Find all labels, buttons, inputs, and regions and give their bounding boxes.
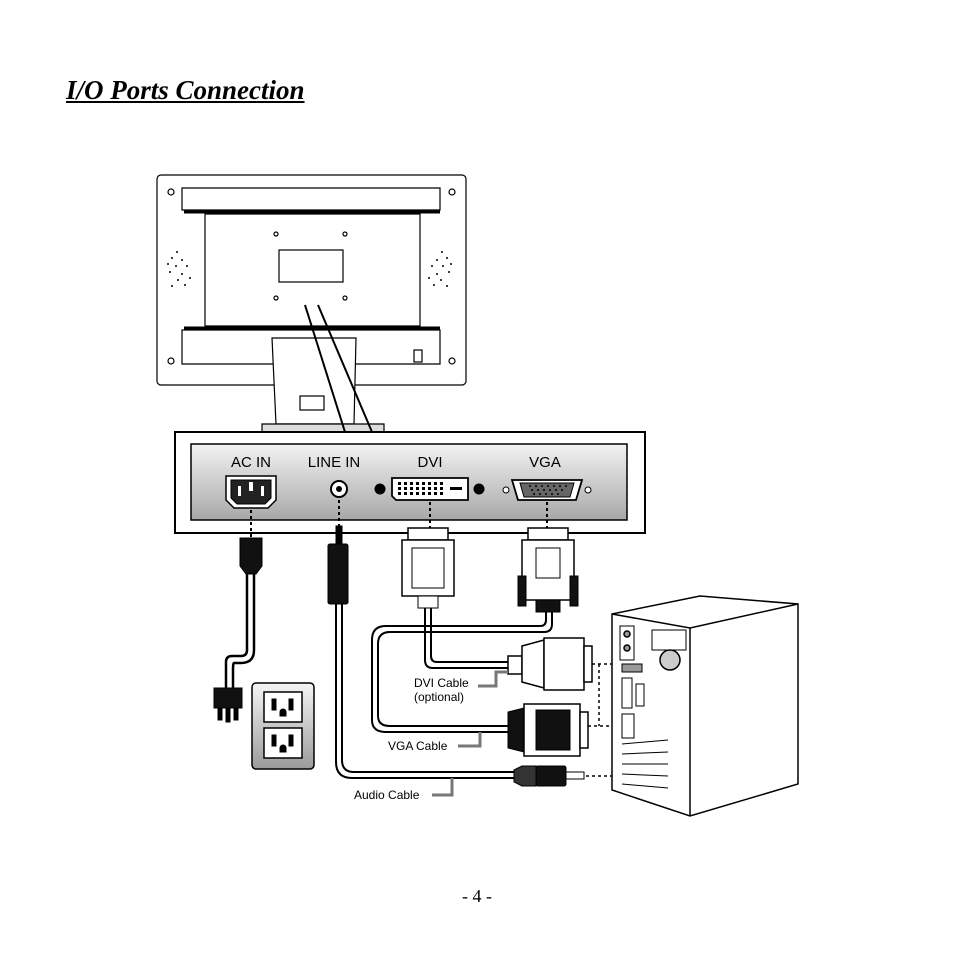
wall-outlet-illustration [251,682,315,770]
power-cord-illustration [213,537,263,723]
vga-label: VGA [529,454,561,471]
page-title: I/O Ports Connection [66,75,305,105]
line-in-jack-icon [330,480,348,498]
ac-in-port-icon [225,475,277,509]
computer-tower-illustration [598,595,799,817]
dvi-cable-illustration [401,527,612,691]
port-panel: AC IN LINE IN DVI VGA [174,431,646,538]
cable-labels: DVI Cable (optional) VGA Cable Audio Cab… [354,670,508,802]
audio-cable-illustration [327,525,612,787]
audio-cable-label: Audio Cable [354,788,420,802]
dvi-cable-label: DVI Cable [414,676,469,690]
page-number: - 4 - [462,886,492,906]
monitor-rear-illustration [156,174,467,433]
vga-cable-label: VGA Cable [388,739,448,753]
line-in-label: LINE IN [308,454,361,471]
vga-port-icon [502,479,592,501]
ac-in-label: AC IN [231,454,271,471]
dvi-cable-optional-label: (optional) [414,690,464,704]
dvi-label: DVI [417,454,442,471]
dvi-port-icon [374,477,485,501]
vga-cable-illustration [371,527,612,757]
